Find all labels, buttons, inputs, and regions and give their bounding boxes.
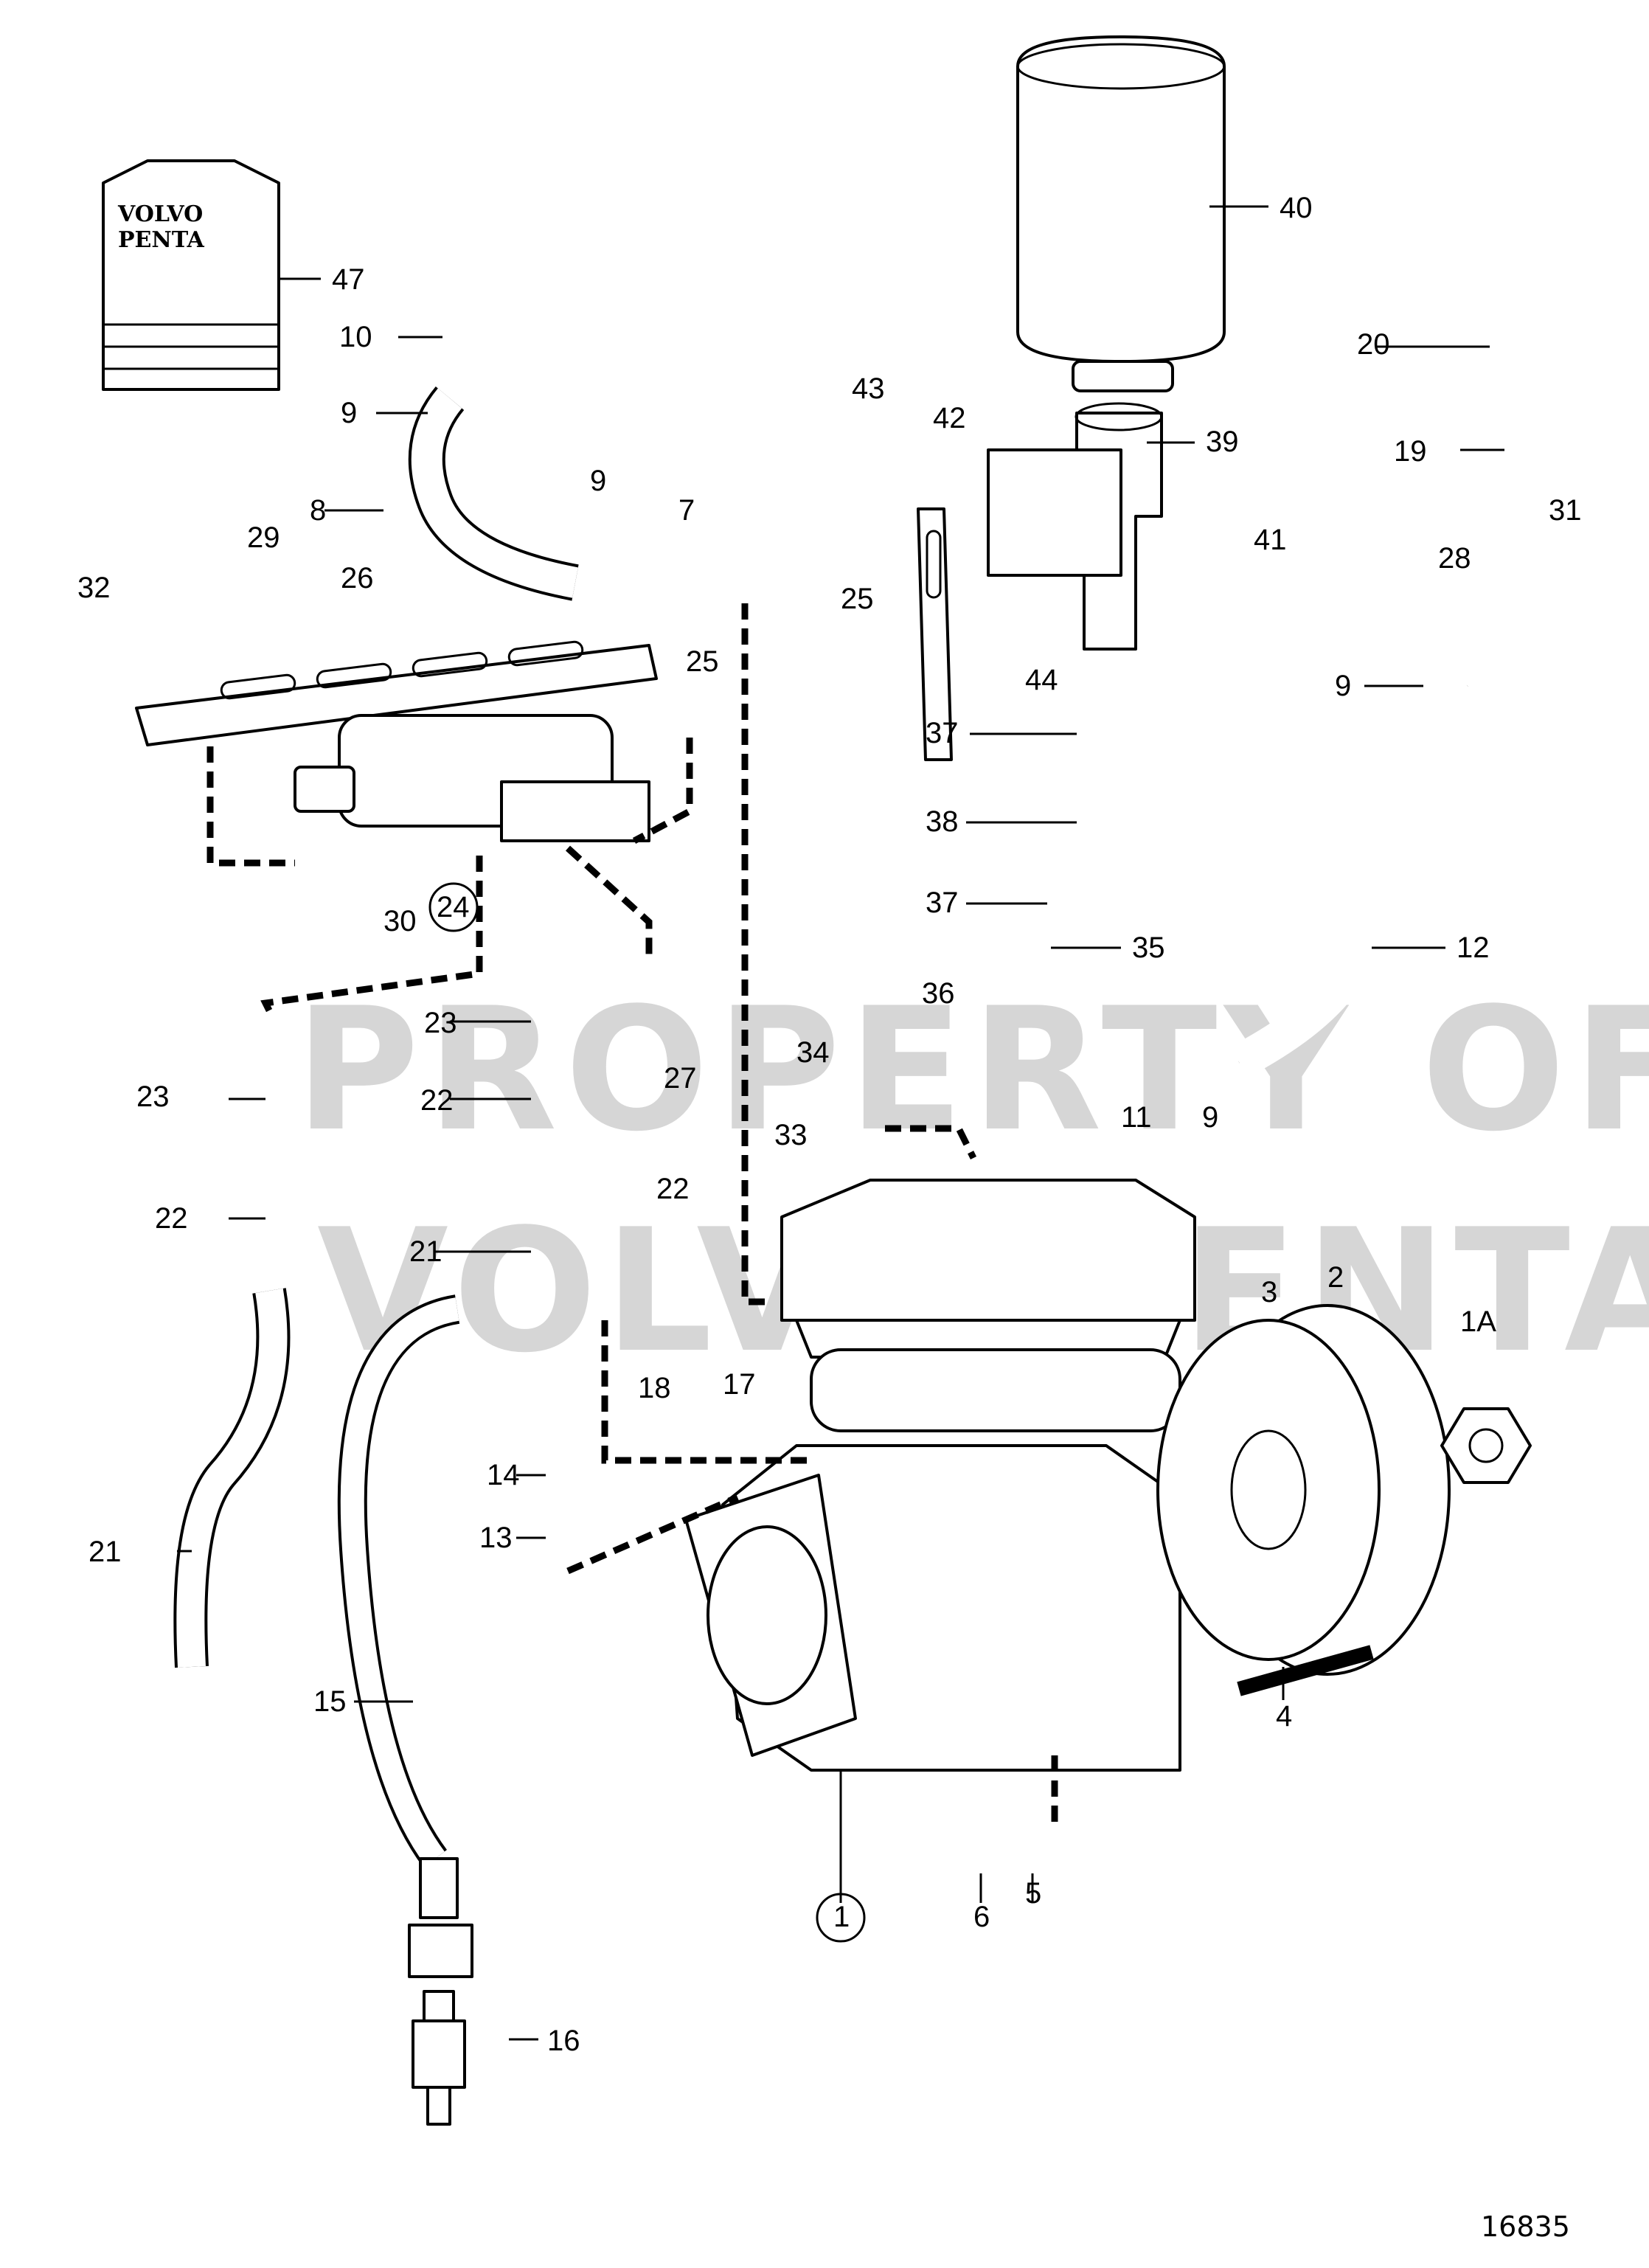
label-24-circle [428,882,479,932]
leader-lines [177,205,1504,2041]
label-25b: 25 [686,645,719,678]
label-9b: 9 [590,465,606,497]
label-1-circle [816,1893,866,1943]
part-labels: 47 10 9 8 9 7 25 25 29 26 32 30 24 27 23… [77,192,1582,2057]
label-38: 38 [926,805,959,838]
label-40: 40 [1280,192,1313,224]
label-15: 15 [313,1685,347,1718]
label-24: 24 [437,891,470,923]
hose-12-inner [1230,673,1480,1078]
label-22c: 22 [656,1173,690,1205]
label-8: 8 [310,494,326,527]
label-18: 18 [638,1372,671,1404]
label-28: 28 [1438,542,1471,575]
manual-title-line-1: VOLVO [117,201,203,227]
label-39: 39 [1206,426,1239,458]
hose-15-inner [340,1297,459,1866]
label-37a: 37 [926,717,959,749]
label-9c: 9 [1335,670,1351,702]
compressor-1 [684,1179,1196,1772]
label-43: 43 [852,372,885,405]
label-13: 13 [479,1522,513,1554]
label-2: 2 [1327,1261,1344,1294]
label-21b: 21 [88,1536,122,1568]
drive-gear [1156,1304,1451,1676]
label-11: 11 [1121,1101,1152,1134]
label-22b: 22 [155,1202,188,1235]
label-5: 5 [1025,1877,1041,1910]
label-14: 14 [487,1459,520,1491]
label-19: 19 [1394,435,1427,468]
label-3: 3 [1261,1276,1277,1308]
label-10: 10 [339,321,372,353]
label-12: 12 [1457,932,1490,964]
label-32: 32 [77,572,111,604]
label-34: 34 [796,1036,830,1069]
label-9a: 9 [341,397,357,429]
manual-title-line-2: PENTA [118,227,205,253]
label-1A: 1A [1460,1305,1496,1338]
label-33: 33 [774,1119,808,1151]
label-23b: 23 [136,1081,170,1113]
label-4: 4 [1276,1700,1292,1733]
hose-8-inner [411,388,578,598]
label-1: 1 [833,1901,850,1933]
label-44: 44 [1025,664,1058,696]
connector-lines [206,603,1058,1822]
label-47: 47 [332,263,365,296]
label-41: 41 [1254,524,1287,556]
label-36: 36 [922,977,955,1010]
manual-booklet: VOLVO PENTA [102,159,280,391]
bracket [917,448,1122,761]
label-30: 30 [383,905,417,937]
label-26: 26 [341,562,374,594]
stud-4 [1237,1645,1374,1696]
label-21a: 21 [409,1235,442,1268]
label-7: 7 [678,494,695,527]
support-bar [135,640,658,746]
label-23a: 23 [424,1007,457,1039]
union-16 [408,1857,473,2126]
hose-21-inner [176,1288,288,1668]
nut-1A [1440,1407,1532,1484]
label-6: 6 [973,1901,990,1933]
label-9d: 9 [1202,1101,1218,1134]
label-20: 20 [1357,328,1390,361]
label-22a: 22 [420,1084,454,1117]
label-27: 27 [664,1062,697,1095]
label-37b: 37 [926,887,959,919]
label-16: 16 [547,2025,580,2057]
label-42: 42 [933,402,966,434]
label-35: 35 [1132,932,1165,964]
drawing-number: 16835 [1481,2210,1570,2243]
watermark-line-1: PROPERTY OF [295,972,1649,1169]
label-25a: 25 [841,583,874,615]
label-31: 31 [1549,494,1582,527]
cylinder-24 [294,714,650,842]
label-17: 17 [723,1368,756,1401]
label-29: 29 [247,521,280,554]
